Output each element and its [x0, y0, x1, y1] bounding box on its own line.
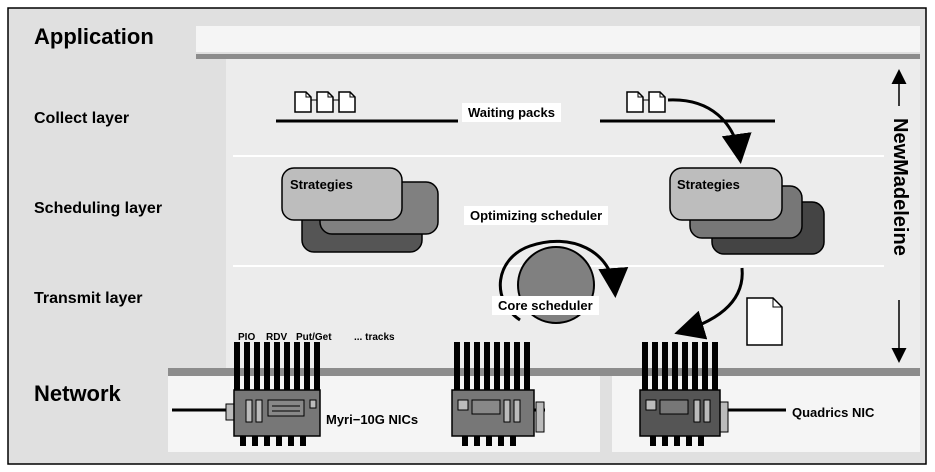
collect-to-scheduling-arrow [667, 98, 752, 164]
strategy-layer-front [669, 167, 783, 221]
quadrics-nic-label: Quadrics NIC [792, 405, 875, 420]
packet-icon [316, 91, 334, 113]
application-label: Application [34, 24, 154, 49]
myri-nic-2 [451, 342, 545, 446]
myri-nic-1 [172, 342, 321, 446]
optimizing-scheduler-label: Optimizing scheduler [464, 206, 609, 225]
scheduling-layer-label: Scheduling layer [34, 200, 163, 217]
track-putget-label: Put/Get [296, 332, 332, 343]
track-pio-label: PIO [238, 332, 256, 343]
waiting-packs-label: Waiting packs [462, 103, 561, 122]
myri-nics-label: Myri−10G NICs [326, 412, 419, 427]
collect-layer-label: Collect layer [34, 110, 130, 127]
packet-icon [626, 91, 644, 113]
strategy-layer-front [281, 167, 403, 221]
packet-icon [294, 91, 312, 113]
newmadeleine-label: NewMadeleine [889, 118, 911, 256]
application-separator [196, 54, 920, 59]
network-separator [168, 368, 920, 376]
network-label: Network [34, 381, 121, 406]
packet-icon [338, 91, 356, 113]
core-scheduler-label: Core scheduler [492, 296, 599, 315]
outgoing-packet-icon [746, 297, 783, 346]
track-more-label: ... tracks [354, 332, 395, 343]
transmit-layer-label: Transmit layer [34, 290, 143, 307]
track-rdv-label: RDV [266, 332, 288, 343]
core-scheduler-loop-arrow [498, 239, 629, 322]
strategies-label-right: Strategies [677, 177, 740, 192]
application-bar [196, 26, 920, 52]
packet-icon [648, 91, 666, 113]
strategies-label-left: Strategies [290, 177, 353, 192]
scheduling-to-network-arrow [674, 267, 744, 340]
quadrics-nic [639, 342, 786, 446]
